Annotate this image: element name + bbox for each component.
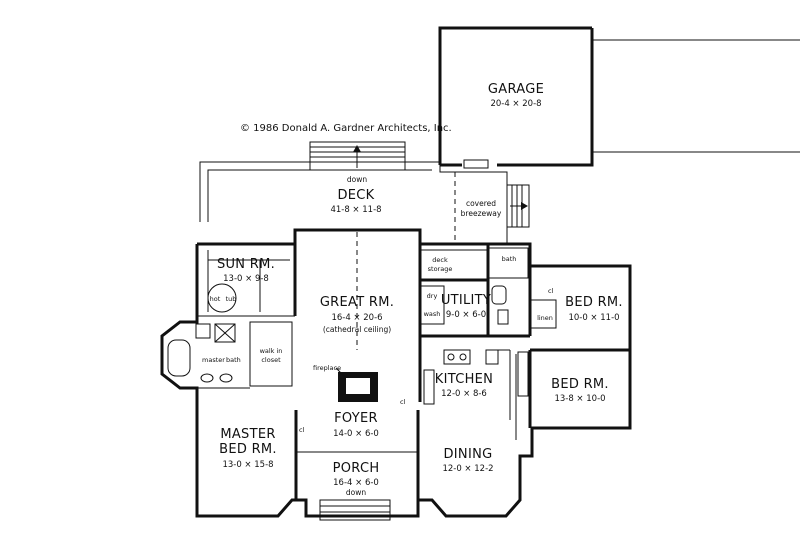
deck-stairs <box>309 141 530 228</box>
master-bath-fixtures <box>167 323 236 383</box>
bed-room-2-name: BED RM. <box>551 377 609 392</box>
bath-fixtures <box>491 285 509 325</box>
dining-name: DINING <box>443 447 492 462</box>
deck-dim: 41-8 × 11-8 <box>330 205 381 215</box>
breezeway-label-1: covered <box>466 199 496 208</box>
porch-down-label: down <box>346 488 366 497</box>
great-room-note: (cathedral ceiling) <box>323 325 391 334</box>
great-room-name: GREAT RM. <box>320 295 394 310</box>
fireplace-label: fireplace <box>313 364 341 372</box>
bath-label: bath <box>502 255 517 263</box>
master-bath-label-1: master <box>202 356 225 364</box>
porch-name: PORCH <box>333 461 380 476</box>
dry-label: dry <box>427 292 438 300</box>
kitchen-detail <box>423 349 529 440</box>
deck-name: DECK <box>337 188 374 203</box>
great-room-dim: 16-4 × 20-6 <box>331 313 382 323</box>
deck-down-label: down <box>347 175 367 184</box>
sun-room-dim: 13-0 × 9-8 <box>223 274 269 284</box>
utility-name: UTILITY <box>441 293 491 308</box>
fireplace <box>335 367 378 402</box>
deck-storage-label-1: deck <box>432 256 448 264</box>
garage-name: GARAGE <box>488 82 544 97</box>
master-bed-dim: 13-0 × 15-8 <box>222 460 273 470</box>
wash-label: wash <box>424 310 441 318</box>
hot-tub-label-2: tub <box>226 295 237 303</box>
master-bed-name-2: BED RM. <box>219 442 277 457</box>
linen-label: linen <box>537 314 553 322</box>
foyer-dim: 14-0 × 6-0 <box>333 429 379 439</box>
deck-storage-label-2: storage <box>428 265 453 273</box>
master-bed-name-1: MASTER <box>220 427 275 442</box>
sun-room-detail <box>207 250 290 313</box>
bed-room-1-name: BED RM. <box>565 295 623 310</box>
utility-dim: 9-0 × 6-0 <box>446 310 486 320</box>
kitchen-dim: 12-0 × 8-6 <box>441 389 487 399</box>
foyer-name: FOYER <box>334 411 378 426</box>
closet-label-kitchen: cl <box>400 398 406 406</box>
porch-stairs <box>319 499 391 521</box>
porch-dim: 16-4 × 6-0 <box>333 478 379 488</box>
sun-room-name: SUN RM. <box>217 257 275 272</box>
interior-walls <box>197 232 630 500</box>
walk-in-closet-label-1: walk in <box>260 347 283 355</box>
garage-dim: 20-4 × 20-8 <box>490 99 541 109</box>
house-exterior-walls <box>160 228 632 518</box>
hot-tub-label-1: hot <box>210 295 221 303</box>
closet-label-bed1: cl <box>548 287 554 295</box>
garage-walls <box>438 26 800 169</box>
bed-room-2-dim: 13-8 × 10-0 <box>554 394 605 404</box>
breezeway-label-2: breezeway <box>461 209 502 218</box>
walk-in-closet-label-2: closet <box>261 356 281 364</box>
kitchen-name: KITCHEN <box>435 372 493 387</box>
master-bath-label-2: bath <box>226 356 241 364</box>
bed-room-1-dim: 10-0 × 11-0 <box>568 313 619 323</box>
dining-dim: 12-0 × 12-2 <box>442 464 493 474</box>
copyright-text: © 1986 Donald A. Gardner Architects, Inc… <box>240 123 452 134</box>
closet-label-foyer: cl <box>299 426 305 434</box>
